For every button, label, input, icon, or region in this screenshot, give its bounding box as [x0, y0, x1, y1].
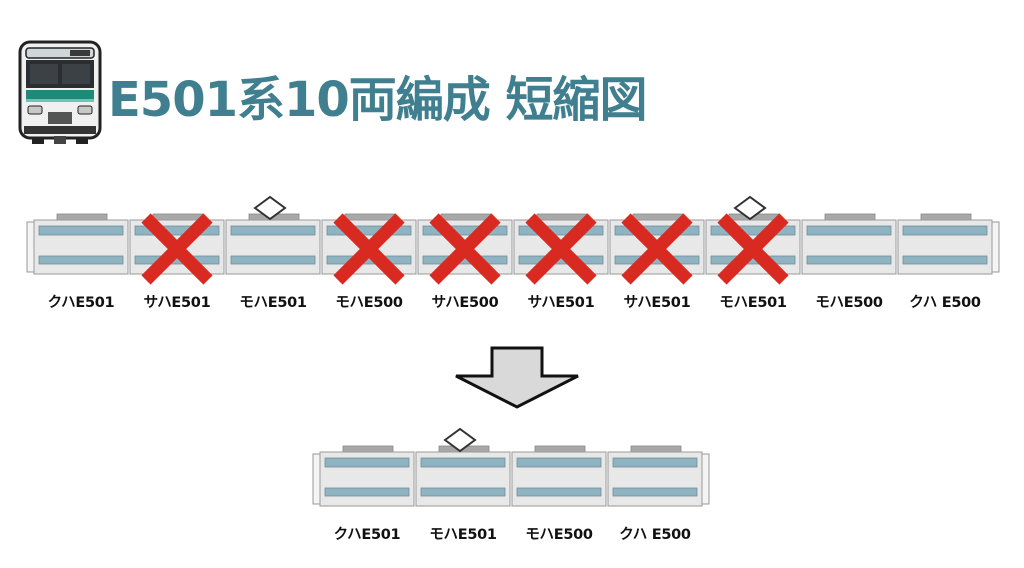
window-band-lower — [230, 255, 316, 265]
red-x-mark-icon — [429, 213, 501, 285]
short-car — [415, 445, 511, 507]
short-car — [607, 445, 703, 507]
window-band-upper — [420, 457, 506, 468]
full-car — [33, 213, 129, 275]
full-car-label: クハ E500 — [909, 295, 981, 311]
full-car-label: モハE500 — [815, 295, 883, 311]
short-car-label: モハE501 — [429, 527, 497, 543]
window-band-upper — [230, 225, 316, 236]
full-car-label: サハE501 — [143, 295, 211, 311]
short-car — [319, 445, 415, 507]
red-x-mark-icon — [621, 213, 693, 285]
pantograph-diamond-icon — [443, 427, 477, 453]
short-car-label: クハ E500 — [619, 527, 691, 543]
window-band-upper — [516, 457, 602, 468]
window-band-lower — [612, 487, 698, 497]
window-band-upper — [326, 225, 412, 236]
full-car — [801, 213, 897, 275]
window-band-lower — [324, 487, 410, 497]
red-x-mark-icon — [333, 213, 405, 285]
full-car-label: モハE501 — [719, 295, 787, 311]
pantograph-diamond-icon — [733, 195, 767, 221]
page-title: E501系10両編成 短縮図 — [108, 72, 647, 128]
window-band-upper — [614, 225, 700, 236]
window-band-lower — [38, 255, 124, 265]
window-band-upper — [518, 225, 604, 236]
train-front-icon — [18, 40, 102, 150]
window-band-upper — [134, 225, 220, 236]
full-car-label: サハE501 — [527, 295, 595, 311]
short-formation-diagram — [312, 427, 710, 507]
down-arrow-icon — [455, 346, 579, 409]
full-car-label: サハE500 — [431, 295, 499, 311]
full-formation-diagram — [26, 195, 1000, 285]
window-band-upper — [324, 457, 410, 468]
window-band-upper — [38, 225, 124, 236]
window-band-upper — [612, 457, 698, 468]
full-car-label: モハE501 — [239, 295, 307, 311]
window-band-upper — [806, 225, 892, 236]
window-band-lower — [420, 487, 506, 497]
pantograph-diamond-icon — [253, 195, 287, 221]
red-x-mark-icon — [525, 213, 597, 285]
full-car-label: モハE500 — [335, 295, 403, 311]
short-car-label: クハE501 — [333, 527, 401, 543]
short-car-label: モハE500 — [525, 527, 593, 543]
window-band-lower — [806, 255, 892, 265]
full-car — [897, 213, 993, 275]
full-car-label: サハE501 — [623, 295, 691, 311]
full-car — [225, 213, 321, 275]
window-band-lower — [516, 487, 602, 497]
window-band-upper — [422, 225, 508, 236]
full-car-label: クハE501 — [47, 295, 115, 311]
window-band-lower — [902, 255, 988, 265]
window-band-upper — [902, 225, 988, 236]
window-band-upper — [710, 225, 796, 236]
red-x-mark-icon — [141, 213, 213, 285]
red-x-mark-icon — [717, 213, 789, 285]
short-car — [511, 445, 607, 507]
